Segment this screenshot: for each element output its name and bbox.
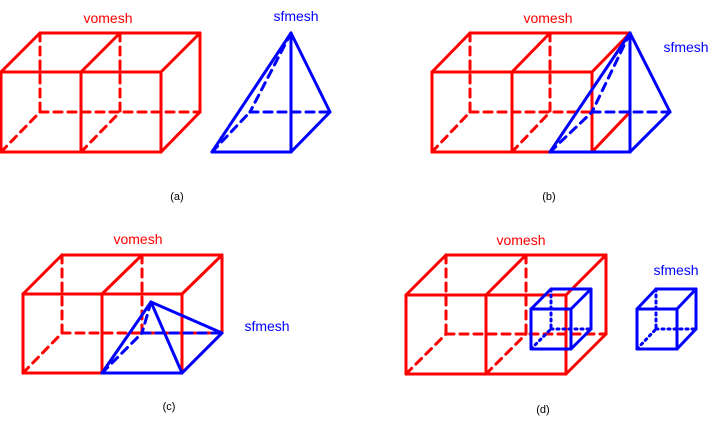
panel-b-sfmesh-label: sfmesh — [663, 39, 708, 55]
panel-c-vomesh-label: vomesh — [113, 231, 162, 247]
panel-b-caption: (b) — [542, 191, 555, 203]
panel-d-caption: (d) — [536, 404, 549, 416]
panel-d-vomesh-label: vomesh — [496, 232, 545, 248]
panel-c-caption: (c) — [163, 401, 176, 413]
panel-a: vomesh sfmesh (a) — [0, 8, 332, 203]
panel-a-caption: (a) — [170, 191, 183, 203]
panel-b-vomesh-label: vomesh — [523, 10, 572, 26]
panel-c-sfmesh-label: sfmesh — [244, 318, 289, 334]
panel-a-vomesh-label: vomesh — [83, 10, 132, 26]
panel-c: vomesh sfmesh (c) — [21, 231, 290, 413]
panel-b-sfmesh — [548, 31, 672, 154]
panel-d: vomesh sfmesh (d) — [404, 232, 699, 416]
panel-a-sfmesh — [210, 31, 332, 154]
panel-d-sfmesh-label: sfmesh — [653, 262, 698, 278]
panel-b-vomesh — [430, 31, 632, 154]
panel-c-vomesh — [21, 253, 224, 375]
panel-d-sfmesh-cube — [635, 287, 698, 351]
panel-d-vomesh — [404, 253, 608, 376]
panel-b: vomesh sfmesh (b) — [430, 10, 709, 203]
panel-a-vomesh — [0, 31, 202, 154]
panel-c-sfmesh — [100, 300, 224, 375]
panel-a-sfmesh-label: sfmesh — [273, 8, 318, 24]
panel-d-sfmesh-inner-cube — [529, 287, 593, 351]
